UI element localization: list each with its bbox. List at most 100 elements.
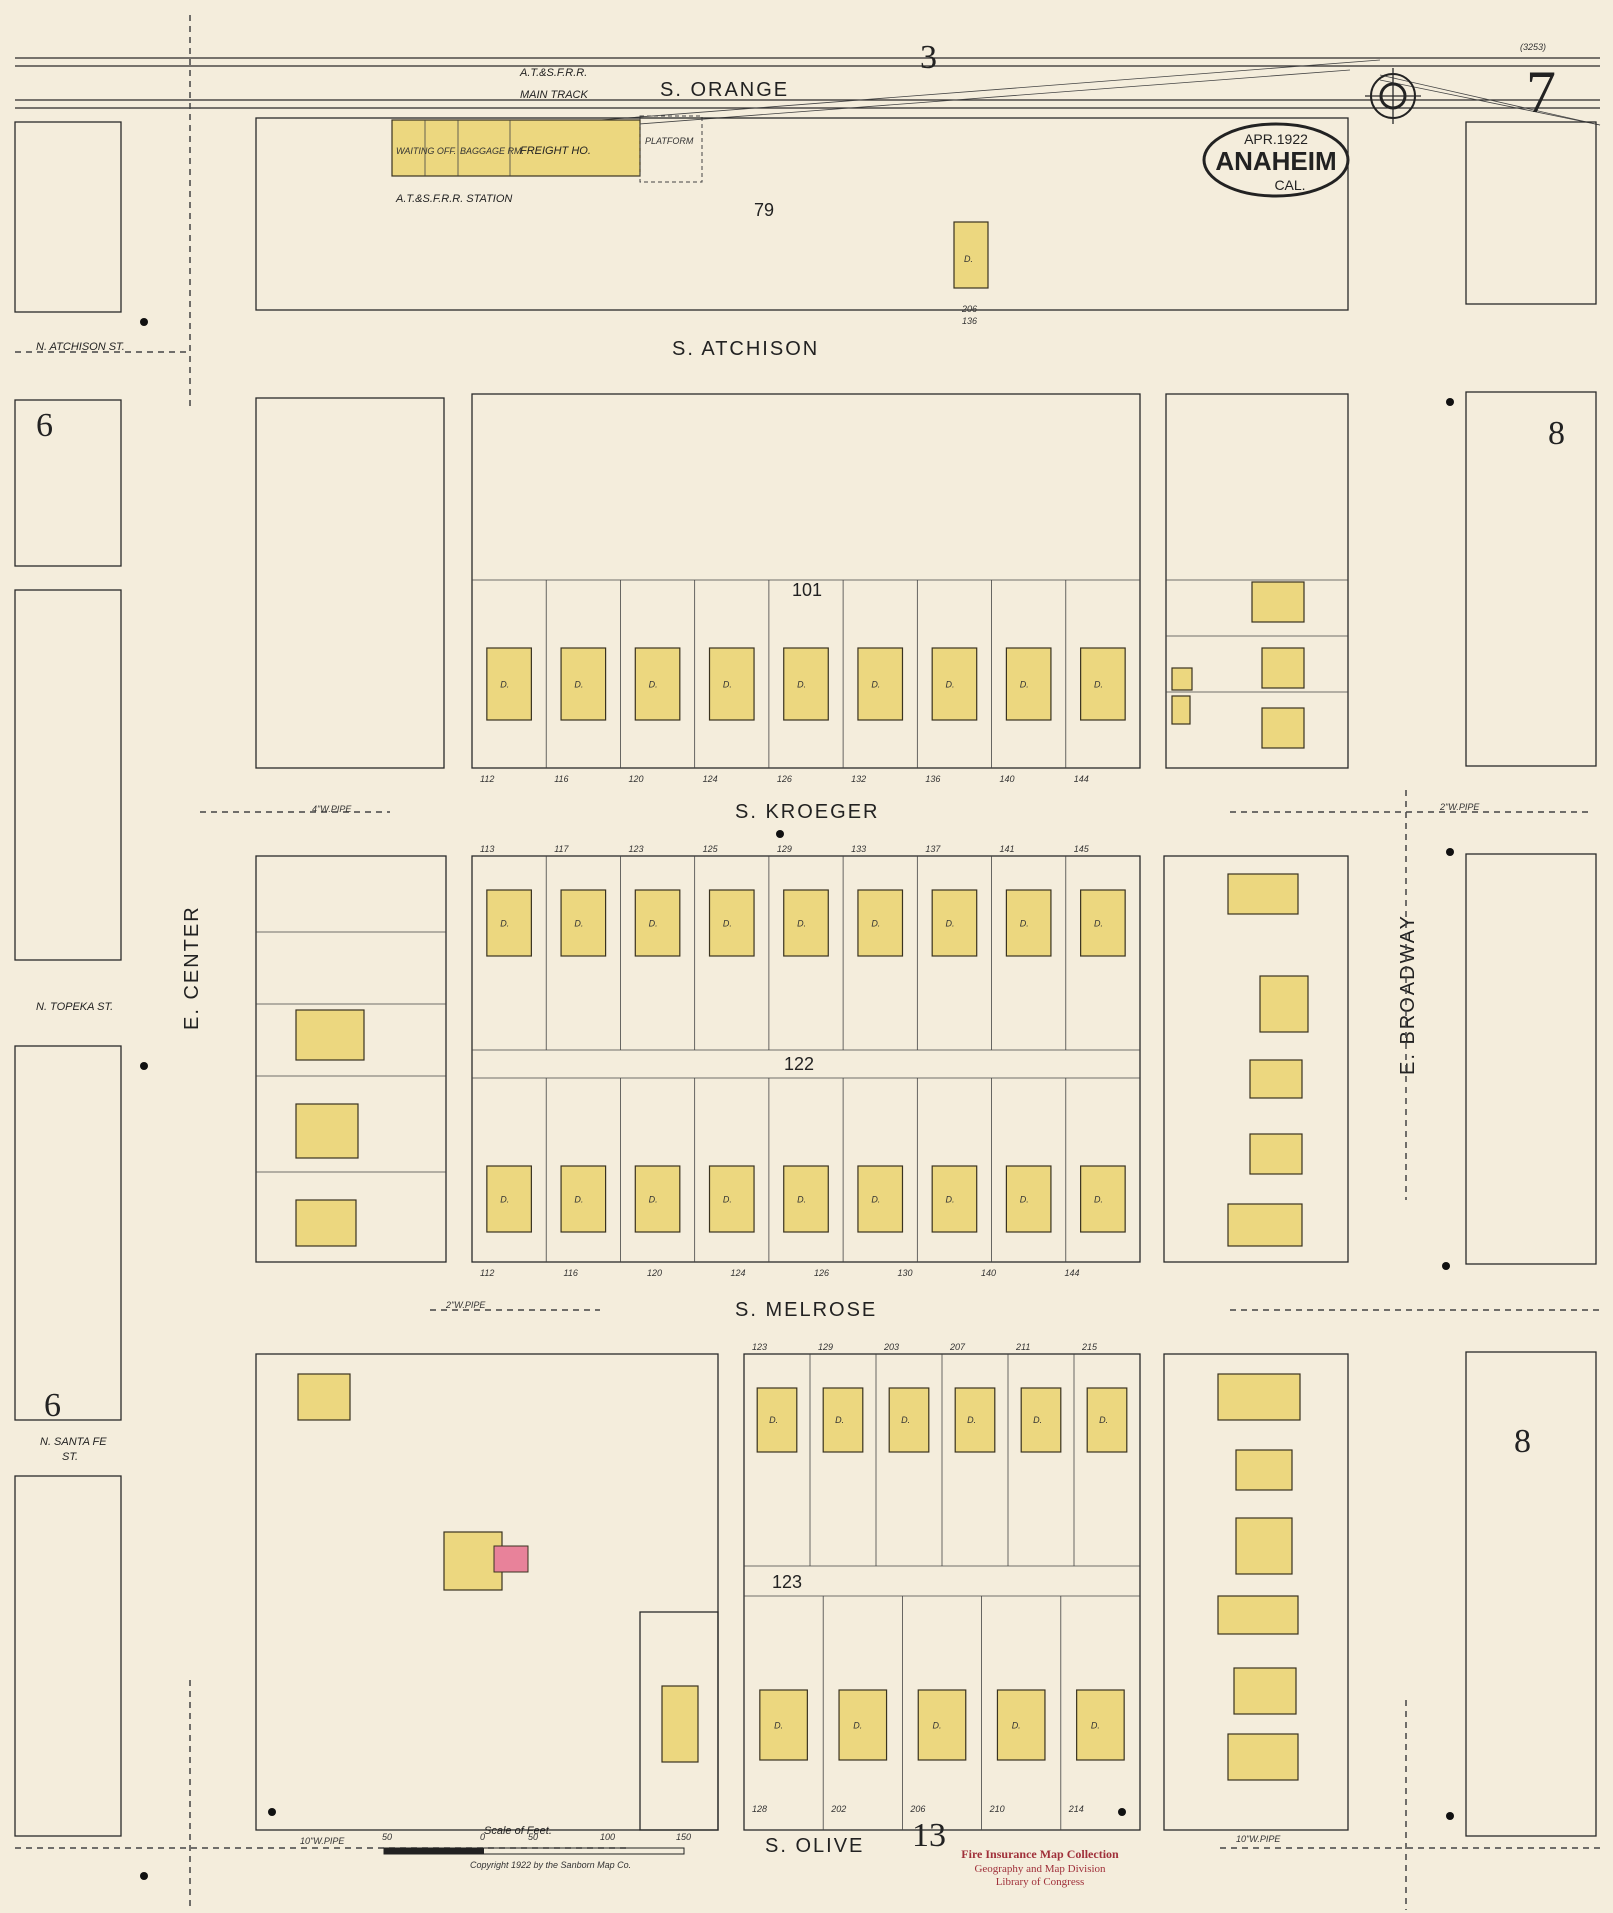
building-dwelling bbox=[1227, 1203, 1303, 1247]
building-dwelling bbox=[1227, 873, 1299, 915]
building-dwelling bbox=[1259, 975, 1309, 1033]
building-dwelling bbox=[297, 1373, 351, 1421]
street-s-olive: S. OLIVE bbox=[765, 1835, 864, 1857]
house-number: 124 bbox=[703, 774, 718, 784]
house-number: 125 bbox=[703, 844, 719, 854]
scale-tick: 0 bbox=[480, 1832, 485, 1842]
building-dwelling-label: D. bbox=[500, 918, 509, 928]
building-dwelling bbox=[1080, 889, 1126, 957]
building-auto-garage bbox=[1171, 667, 1193, 691]
house-number: 129 bbox=[777, 844, 792, 854]
building-dwelling bbox=[931, 889, 978, 957]
building-dwelling bbox=[560, 1165, 607, 1233]
block-101-lots bbox=[545, 580, 1067, 768]
house-number: 124 bbox=[731, 1268, 746, 1278]
building-dwelling bbox=[759, 1689, 808, 1761]
house-number-206: 206 bbox=[961, 304, 977, 314]
block-123-number: 123 bbox=[772, 1572, 802, 1592]
house-number: 133 bbox=[851, 844, 866, 854]
street-e-broadway: E. BROADWAY bbox=[1397, 914, 1419, 1075]
block-122-outline bbox=[471, 855, 1141, 1263]
building-dwelling bbox=[857, 889, 904, 957]
block-outline bbox=[14, 1475, 122, 1837]
station-freight-house: FREIGHT HO. bbox=[520, 145, 591, 157]
building-dwelling bbox=[783, 647, 829, 721]
building-dwelling-label: D. bbox=[797, 1194, 806, 1204]
street-s-atchison: S. ATCHISON bbox=[672, 338, 819, 360]
house-number: 140 bbox=[1000, 774, 1015, 784]
building-dwelling-label: D. bbox=[574, 680, 583, 690]
building-dwelling-label: D. bbox=[1020, 1194, 1029, 1204]
street-s-orange: S. ORANGE bbox=[660, 79, 789, 101]
adjacent-sheet-top: 3 bbox=[920, 39, 937, 76]
house-number: 126 bbox=[777, 774, 792, 784]
building-dwelling bbox=[996, 1689, 1046, 1761]
collection-line2: Geography and Map Division bbox=[974, 1863, 1106, 1875]
house-number: 137 bbox=[925, 844, 941, 854]
house-number: 202 bbox=[830, 1804, 846, 1814]
water-pipes bbox=[15, 15, 1600, 1910]
building-dwelling-label: D. bbox=[797, 918, 806, 928]
block-122-number: 122 bbox=[784, 1054, 814, 1074]
building-dwelling bbox=[1005, 647, 1052, 721]
house-number: 116 bbox=[554, 774, 568, 784]
collection-line3: Library of Congress bbox=[996, 1876, 1085, 1888]
block-outline bbox=[639, 1611, 719, 1831]
building-dwelling-label: D. bbox=[774, 1721, 783, 1731]
building-dwelling bbox=[708, 1165, 755, 1233]
building-dwelling bbox=[857, 647, 904, 721]
building-dwelling-label: D. bbox=[1094, 918, 1103, 928]
railroad-name: A.T.&S.F.R.R. bbox=[519, 67, 587, 79]
stamp-date: APR.1922 bbox=[1244, 131, 1308, 147]
block-outline bbox=[1465, 1351, 1597, 1837]
stamp-city: ANAHEIM bbox=[1215, 146, 1336, 176]
street-s-kroeger: S. KROEGER bbox=[735, 801, 879, 823]
pipe-label: 10"W.PIPE bbox=[300, 1836, 345, 1846]
building-dwelling bbox=[838, 1689, 888, 1761]
building-dwelling bbox=[295, 1199, 357, 1247]
building-dwelling-label: D. bbox=[1091, 1721, 1100, 1731]
station-platform: PLATFORM bbox=[645, 136, 694, 146]
building-dwelling-label: D. bbox=[946, 1194, 955, 1204]
building-dwelling-label: D. bbox=[932, 1721, 941, 1731]
building-dwelling bbox=[1261, 647, 1305, 689]
building-dwelling-label: D. bbox=[500, 680, 509, 690]
street-s-melrose: S. MELROSE bbox=[735, 1299, 877, 1321]
house-number: 116 bbox=[564, 1268, 578, 1278]
building-dwelling bbox=[783, 889, 829, 957]
building-dwelling-label: D. bbox=[871, 680, 880, 690]
corner-reference: (3253) bbox=[1520, 42, 1546, 52]
building-dwelling bbox=[756, 1387, 798, 1453]
building-dwelling bbox=[1235, 1517, 1293, 1575]
street-n-santa-fe-st: ST. bbox=[62, 1451, 78, 1463]
building-dwelling bbox=[1005, 1165, 1052, 1233]
building-dwelling bbox=[486, 647, 532, 721]
house-number: 123 bbox=[752, 1342, 767, 1352]
adjacent-sheet-right-lower: 8 bbox=[1514, 1423, 1531, 1460]
building-brick bbox=[493, 1545, 529, 1573]
building-dwelling bbox=[486, 889, 532, 957]
house-number: 128 bbox=[752, 1804, 767, 1814]
house-number: 144 bbox=[1065, 1268, 1080, 1278]
house-number: 215 bbox=[1081, 1342, 1098, 1352]
collection-line1: Fire Insurance Map Collection bbox=[961, 1847, 1119, 1861]
building-dwelling bbox=[1005, 889, 1052, 957]
building-dwelling bbox=[708, 889, 755, 957]
building-dwelling bbox=[1249, 1059, 1303, 1099]
block-outline bbox=[14, 1045, 122, 1421]
street-n-santa-fe: N. SANTA FE bbox=[40, 1436, 107, 1448]
building-dwelling bbox=[1251, 581, 1305, 623]
block-123-lots bbox=[809, 1354, 1075, 1830]
house-number: 144 bbox=[1074, 774, 1089, 784]
building-dwelling-label: D. bbox=[723, 680, 732, 690]
house-number: 214 bbox=[1068, 1804, 1084, 1814]
building-dwelling-label: D. bbox=[649, 1194, 658, 1204]
block-79-outline bbox=[255, 117, 1349, 311]
building-dwelling bbox=[931, 1165, 978, 1233]
building-dwelling-label: D. bbox=[1099, 1415, 1108, 1425]
block-outline bbox=[14, 399, 122, 567]
